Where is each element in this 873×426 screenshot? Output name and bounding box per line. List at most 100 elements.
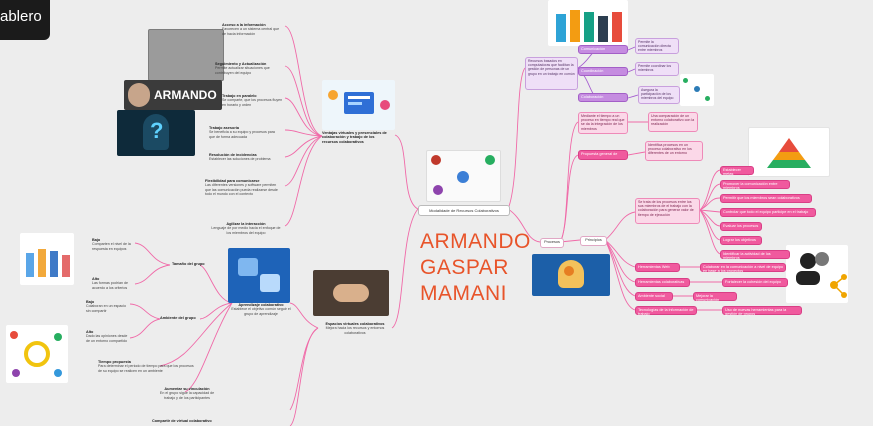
left-bottom-item-2-title: Bajo [86,300,95,304]
node-comunicacion-detail-label: Permite la comunicación directa entre mi… [638,40,671,53]
node-principios[interactable]: Principios [580,236,607,246]
step-1[interactable]: Promover la comunicación entre miembros [720,180,790,191]
step-4[interactable]: Evaluar los procesos [720,222,762,231]
node-concept[interactable]: Mediante el tiempo a un proceso en tiemp… [578,112,628,134]
step-2[interactable]: Permitir que los miembros sean colaborat… [720,194,812,203]
node-concept-label: Mediante el tiempo a un proceso en tiemp… [581,114,625,131]
left-bottom-item-0-text: Comparten el nivel de la respuesta en eq… [92,242,131,251]
extra-1[interactable]: Herramientas colaborativas [635,278,690,287]
left-item-1[interactable]: Seguimiento y Actualización Permite actu… [215,62,281,75]
left-bottom-mid-label: Aprendizaje colaborativo [238,303,284,307]
step-5[interactable]: Lograr los objetivos [720,236,762,245]
left-item-1-title: Seguimiento y Actualización [215,62,267,66]
node-colaboracion-detail[interactable]: Asegura la participación de los miembros… [638,86,680,104]
author-line-3: MAMANI [420,282,507,305]
extra-3-detail[interactable]: Uso de nuevas herramientas para la gesti… [722,306,802,316]
left-item-4[interactable]: Resolución de incidencias Establecer las… [209,153,281,162]
left-bottom-item-4-title: Tiempo propuesta [98,360,131,364]
left-bottom-item-2[interactable]: Bajo Colaboran en un espacio sin compart… [86,300,130,313]
left-item-3[interactable]: Trabajo asesoria Se beneficia a su equip… [209,126,281,139]
left-item-3-title: Trabajo asesoria [209,126,239,130]
node-colaboracion-detail-label: Asegura la participación de los miembros… [641,88,674,101]
left-top-hub[interactable]: Ventajas virtuales y presenciales de col… [322,131,390,144]
node-coordinacion-detail[interactable]: Permite coordinar los miembros [635,62,679,76]
hooded-figure-image: ? [117,110,195,156]
node-proposal-detail-label: Identifica procesos en un proceso colabo… [648,143,692,156]
extra-2-detail-label: Mejorar la comunicación [696,294,720,303]
left-bottom-item-5-text: En el grupo sigue la capacidad de trabaj… [159,391,215,400]
extra-0-detail[interactable]: Colaborar en la comunicación a nivel de … [700,263,786,274]
left-item-4-title: Resolución de incidencias [209,153,257,157]
node-coordinacion[interactable]: Coordinación [578,67,628,76]
left-item-6[interactable]: Agilizar la interacción Lenguaje de por … [210,222,282,235]
left-bottom-hub-label: Espacios virtuales colaborativos [325,322,385,326]
gear-head-image [532,254,610,296]
node-comunicacion-detail[interactable]: Permite la comunicación directa entre mi… [635,38,679,54]
node-organize-label: Se trata de los procesos entre los sus m… [638,200,694,217]
extra-0-label: Herramientas Web [638,265,670,269]
node-proposal[interactable]: Propuesta general de [578,150,628,160]
extra-0-detail-label: Colaborar en la comunicación a nivel de … [703,265,783,274]
step-6[interactable]: Identificar la actividad de los miembros [720,250,790,260]
central-topic[interactable]: Modalidade de Recursos Colaborativos [418,205,510,216]
branch-group-size[interactable]: Tamaño del grupo [172,262,205,266]
step-1-label: Promover la comunicación entre miembros [723,182,778,191]
left-item-2-text: Se comparte, que los procesos fluyen en … [222,98,283,107]
node-proposal-label: Propuesta general de [581,152,618,156]
left-bottom-hub[interactable]: Espacios virtuales colaborativos Mejora … [318,322,392,335]
extra-3[interactable]: Tecnologías de la información de trabajo [635,306,697,317]
left-bottom-item-5-title: Aumentar su vinculación [164,387,210,391]
left-item-2-title: Trabajo en paralelo [222,94,257,98]
node-procesos[interactable]: Procesos [540,238,564,248]
left-bottom-item-3[interactable]: Alto Dado las opiniones desde de un ento… [86,330,130,343]
left-item-1-text: Permite actualizar situaciones que contr… [215,66,270,75]
webcam-person-image: ARMANDO [124,80,222,110]
left-item-4-text: Establecer las soluciones de problema [209,157,271,162]
left-bottom-item-2-text: Colaboran en un espacio sin compartir [86,304,126,313]
step-3-label: Controlar que todo el equipo participe e… [723,210,809,214]
step-3[interactable]: Controlar que todo el equipo participe e… [720,208,816,217]
left-bottom-item-0[interactable]: Bajo Comparten el nivel de la respuesta … [92,238,136,251]
gray-image-placeholder [148,29,224,81]
extra-2-detail[interactable]: Mejorar la comunicación [693,292,737,303]
left-item-6-title: Agilizar la interacción [226,222,266,226]
node-principios-label: Principios [585,238,602,242]
left-bottom-item-5[interactable]: Aumentar su vinculación En el grupo sigu… [156,387,218,400]
node-organize[interactable]: Se trata de los procesos entre los sus m… [635,198,700,224]
node-colaboracion[interactable]: Colaboración [578,93,628,102]
node-comunicacion[interactable]: Comunicación [578,45,628,54]
left-bottom-item-6[interactable]: Compartir de virtual colaborativo [152,419,242,423]
right-top-hub[interactable]: Recursos basados en computadoras que fac… [525,57,578,90]
left-item-0[interactable]: Acceso a la información Favorecen a un s… [222,23,282,36]
left-bottom-item-1[interactable]: Alto Las formas podrían de acuerdo a los… [92,277,136,290]
left-item-5[interactable]: Flexibilidad para comunicarse Las difere… [205,179,281,197]
extra-0[interactable]: Herramientas Web [635,263,680,272]
node-concept-detail-label: Una comparación de un entorno colaborati… [651,114,695,127]
left-bottom-item-4[interactable]: Tiempo propuesta Para determinar el peri… [98,360,198,373]
left-item-5-title: Flexibilidad para comunicarse [205,179,260,183]
network-people-image [426,150,501,202]
step-0[interactable]: Establecer metas [720,166,754,176]
left-item-6-text: Lenguaje de por medio hacia el enfoque d… [211,226,281,235]
extra-1-label: Herramientas colaborativas [638,280,685,284]
extra-2[interactable]: Ambiente social [635,292,673,301]
pyramid-image [748,127,830,177]
node-proposal-detail[interactable]: Identifica procesos en un proceso colabo… [645,141,703,161]
step-5-label: Lograr los objetivos [723,238,756,242]
left-bottom-item-1-title: Alto [92,277,100,281]
node-coordinacion-label: Coordinación [581,69,604,73]
board-tab[interactable]: ablero [0,0,50,40]
branch-group-ambient[interactable]: Ambiente del grupo [160,316,196,320]
left-item-2[interactable]: Trabajo en paralelo Se comparte, que los… [222,94,284,107]
node-concept-detail[interactable]: Una comparación de un entorno colaborati… [648,112,698,132]
left-bottom-item-4-text: Para determinar el periodo de tiempo par… [98,364,194,373]
left-item-0-text: Favorecen a un sistema central que de ha… [222,27,280,36]
author-line-2: GASPAR [420,256,509,279]
step-4-label: Evaluar los procesos [723,224,759,228]
person-face-icon [128,83,150,107]
board-tab-label: ablero [0,8,42,25]
node-procesos-label: Procesos [544,240,560,244]
extra-3-label: Tecnologías de la información de trabajo [638,308,694,317]
extra-1-detail[interactable]: Fortalecer la cohesión del equipo [722,278,788,287]
left-bottom-mid[interactable]: Aprendizaje colaborativo Establece el ob… [228,303,294,316]
